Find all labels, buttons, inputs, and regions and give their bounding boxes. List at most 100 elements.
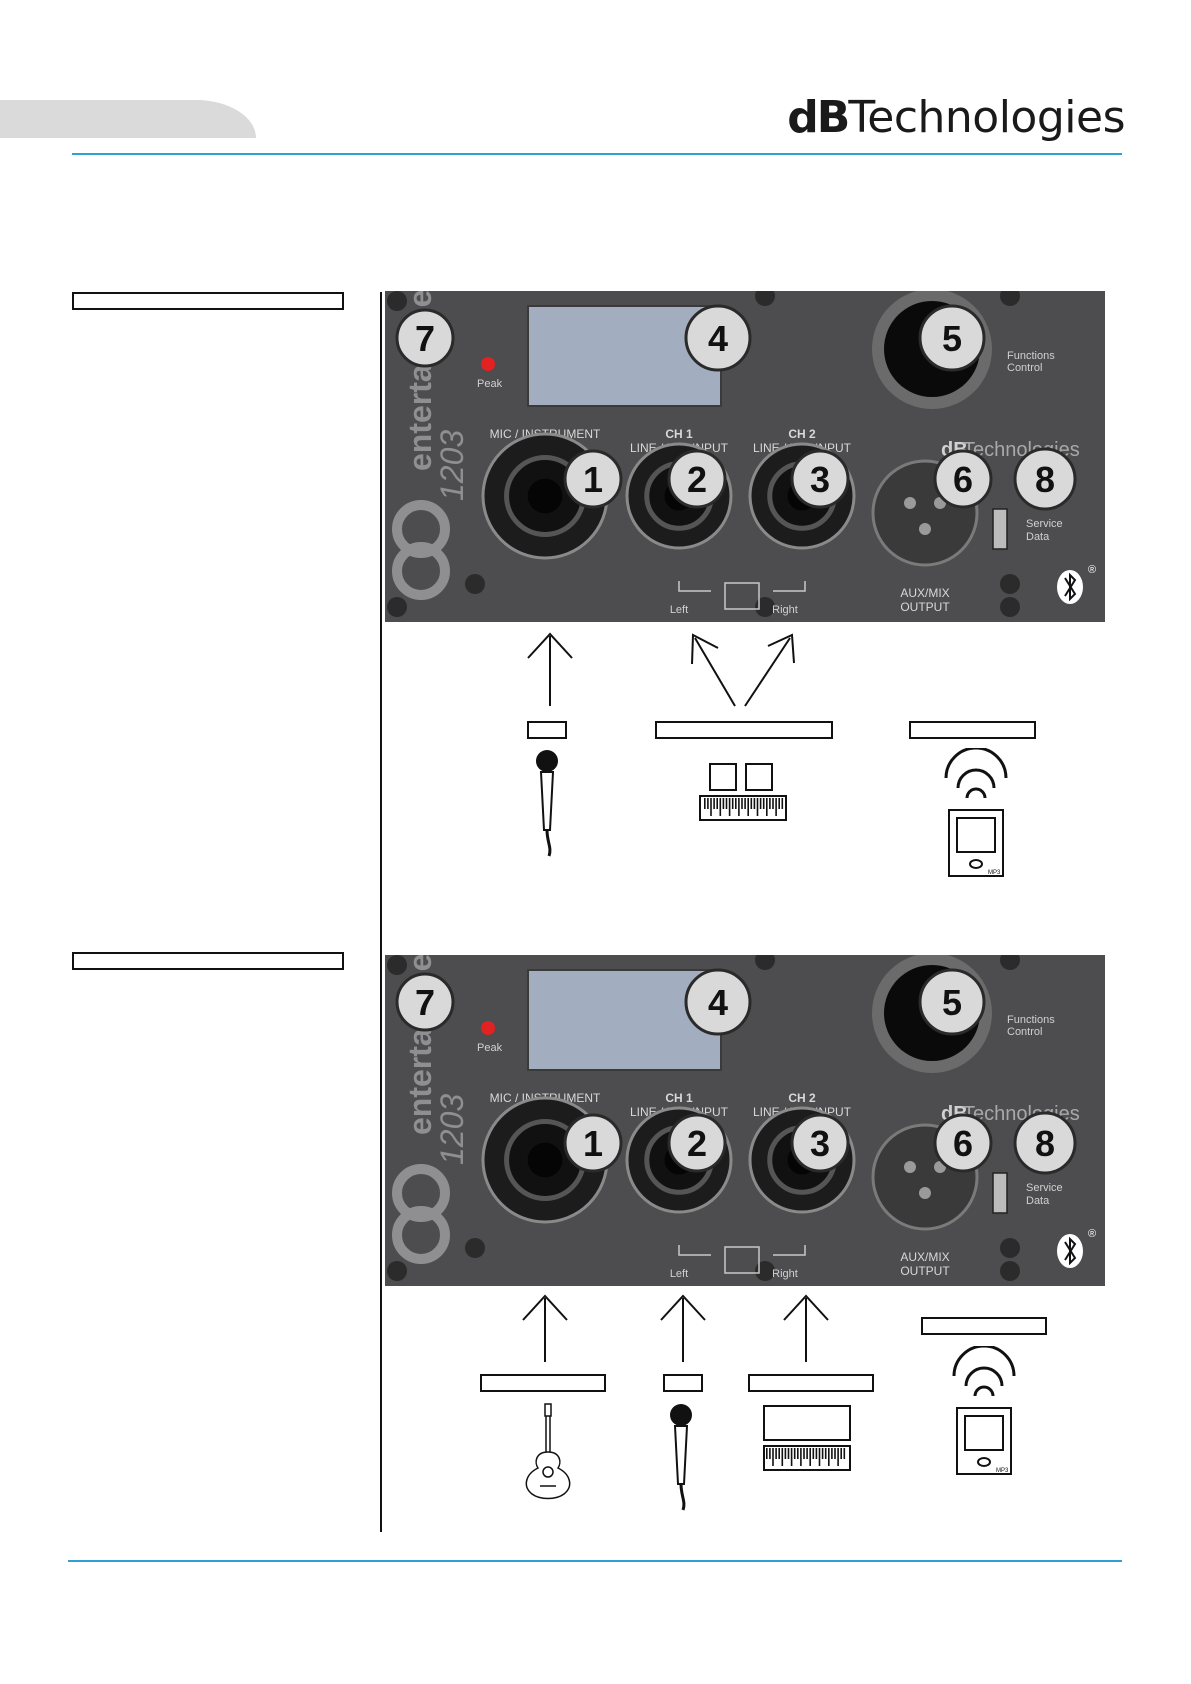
callout-badge-2 [667, 1113, 727, 1173]
key [766, 1448, 768, 1459]
key [781, 1448, 784, 1466]
arrow-to-input-1 [527, 632, 573, 706]
key [769, 798, 771, 809]
mp3-label: MP3 [996, 1468, 1009, 1474]
rear-panel-1: entertainment1203PeakFunctionsControlMIC… [385, 259, 1105, 622]
logo-mark [392, 1206, 450, 1264]
screw [1000, 1238, 1020, 1258]
key [815, 1448, 818, 1459]
model-number: 1203 [434, 1094, 470, 1165]
key [834, 1448, 836, 1459]
callout-badge-3 [790, 1113, 850, 1173]
bluetooth-rune [1064, 572, 1077, 602]
right-label: Right [772, 1268, 798, 1280]
callout-number-7: 7 [415, 318, 435, 359]
key [710, 798, 712, 816]
callout-number-1: 1 [583, 1123, 603, 1164]
mp3-label: MP3 [988, 870, 1001, 876]
label-box-mic [527, 721, 567, 739]
peak-led [481, 1021, 495, 1035]
keyboard-keys [766, 1448, 846, 1466]
callout-number-4: 4 [708, 982, 728, 1023]
key [731, 798, 734, 809]
callout-number-5: 5 [942, 318, 962, 359]
key [728, 798, 731, 816]
screw [755, 286, 775, 306]
callout-badge-8 [1013, 447, 1077, 511]
callout-number-7: 7 [415, 982, 435, 1023]
key [793, 1448, 796, 1459]
control-label: Control [1007, 1026, 1042, 1038]
callout-number-8: 8 [1035, 459, 1055, 500]
key [778, 1448, 780, 1459]
key [772, 1448, 774, 1466]
section-heading-box-1 [72, 292, 344, 310]
xlr-pin [919, 1187, 931, 1199]
key [828, 1448, 830, 1466]
key [824, 1448, 827, 1459]
key [806, 1448, 808, 1459]
key [707, 798, 709, 809]
key [781, 798, 784, 809]
screw [1000, 597, 1020, 617]
screw [1000, 1261, 1020, 1281]
arrow-to-input-3-b [783, 1294, 829, 1362]
callout-number-3: 3 [810, 459, 830, 500]
registered-mark: ® [1088, 1228, 1096, 1240]
key [784, 1448, 787, 1459]
logo-mark [392, 542, 450, 600]
microphone-icon-2 [670, 1404, 692, 1511]
right-bracket [773, 581, 806, 592]
data-label: Data [1026, 1195, 1050, 1207]
screw [755, 597, 775, 617]
key [750, 798, 753, 809]
peak-led [481, 357, 495, 371]
callout-badge-7 [395, 308, 455, 368]
keyboard-icon [699, 763, 787, 821]
header-rule [72, 153, 1122, 155]
key [790, 1448, 793, 1466]
key [775, 1448, 777, 1459]
key [809, 1448, 811, 1466]
key [837, 1448, 839, 1466]
header-tab-shape [0, 100, 256, 138]
column-divider [380, 292, 382, 1532]
bluetooth-rune [1064, 1236, 1077, 1266]
callout-badge-1 [563, 1113, 623, 1173]
key [766, 798, 768, 816]
service-label: Service [1026, 518, 1063, 530]
key [744, 798, 746, 809]
label-box-bluetooth [909, 721, 1036, 739]
aux-mix-label: AUX/MIX [900, 1250, 949, 1264]
screw [387, 291, 407, 311]
peak-label: Peak [477, 378, 503, 390]
keyboard-keys [704, 798, 784, 816]
data-label: Data [1026, 531, 1050, 543]
key [719, 798, 722, 816]
key [713, 798, 715, 809]
output-label: OUTPUT [900, 600, 950, 614]
callout-number-6: 6 [953, 459, 973, 500]
screw [1000, 574, 1020, 594]
aux-mix-label: AUX/MIX [900, 586, 949, 600]
callout-badge-3 [790, 449, 850, 509]
service-usb-port [992, 1172, 1008, 1214]
logo-mark [392, 1164, 450, 1222]
functions-label: Functions [1007, 1014, 1055, 1026]
ch1-label: CH 1 [665, 1091, 693, 1105]
microphone-icon [536, 750, 558, 857]
callout-badge-1 [563, 449, 623, 509]
key [735, 798, 737, 809]
callout-badge-2 [667, 449, 727, 509]
left-bracket [678, 1245, 711, 1256]
callout-badge-6 [933, 449, 993, 509]
screw [755, 950, 775, 970]
service-usb-port [992, 508, 1008, 550]
callout-badge-6 [933, 1113, 993, 1173]
ch1-label: CH 1 [665, 427, 693, 441]
label-box-stereo [655, 721, 833, 739]
stereo-link-icon [724, 1246, 760, 1274]
callout-badge-5 [918, 968, 986, 1036]
screw [755, 1261, 775, 1281]
label-box-keyboard [748, 1374, 874, 1392]
